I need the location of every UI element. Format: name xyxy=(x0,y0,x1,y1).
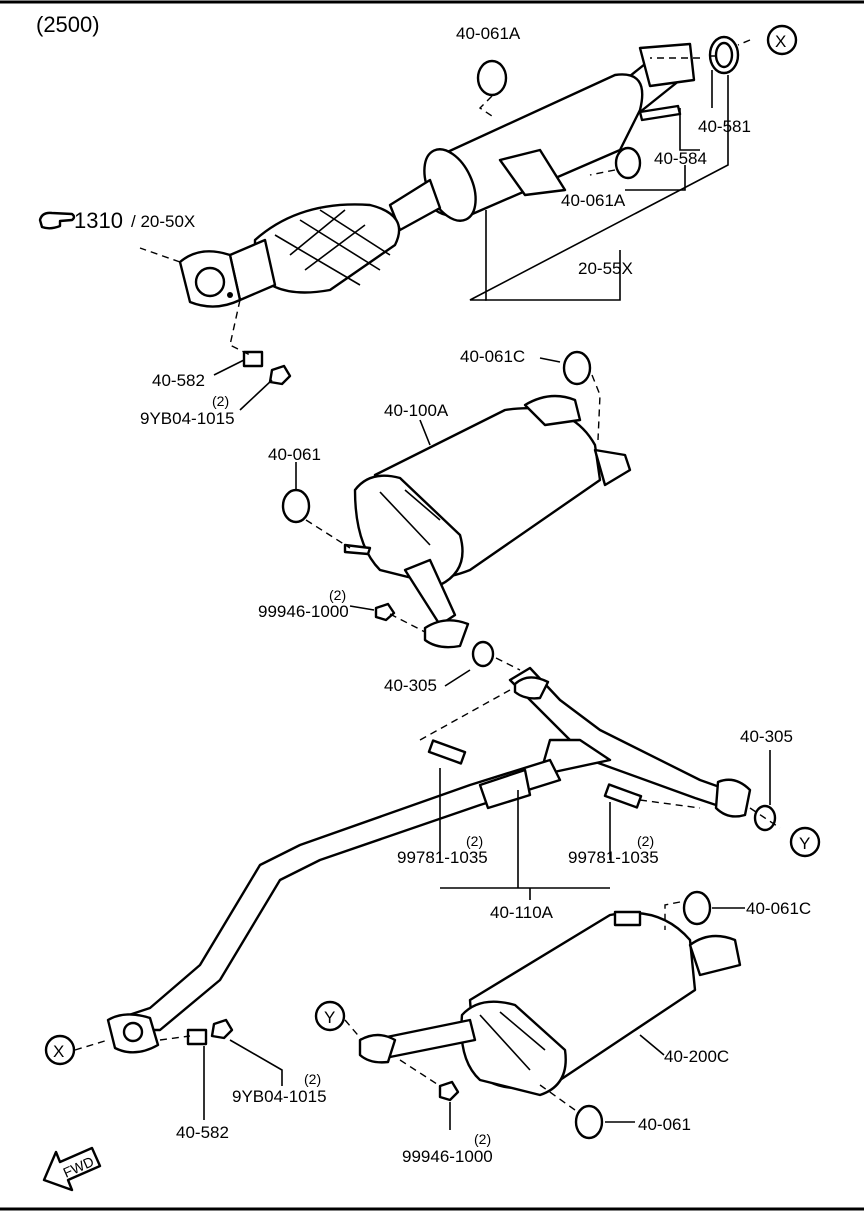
callout-20-55X: 20-55X xyxy=(578,259,633,278)
callout-40-061C-top: 40-061C xyxy=(460,347,525,366)
stud-40-582-bottom xyxy=(186,1028,208,1046)
callout-40-061-left: 40-061 xyxy=(268,445,321,464)
callout-40-581: 40-581 xyxy=(698,117,751,136)
callout-9YB04-bottom: 9YB04-1015 xyxy=(232,1087,327,1106)
qty-99946-top: (2) xyxy=(329,587,346,603)
callout-40-061A-top: 40-061A xyxy=(456,24,521,43)
connector-x-top-label: X xyxy=(775,32,786,51)
hanger-rubber-40-061-bottom xyxy=(574,1104,604,1140)
callout-40-110A: 40-110A xyxy=(490,903,554,922)
callout-40-200C: 40-200C xyxy=(664,1047,729,1066)
connector-x-top xyxy=(766,24,798,56)
connector-x-bottom-label: X xyxy=(53,1042,64,1061)
connector-y-right-label: Y xyxy=(799,834,810,853)
variant-label: (2500) xyxy=(36,12,100,37)
qty-nut-bottom: (2) xyxy=(304,1071,321,1087)
hanger-rubber-40-061A-mid xyxy=(614,146,642,180)
callout-20-50X: / 20-50X xyxy=(131,212,195,231)
callout-99781-right: 99781-1035 xyxy=(568,848,659,867)
callout-40-305-right: 40-305 xyxy=(740,727,793,746)
callout-40-305-left: 40-305 xyxy=(384,676,437,695)
callout-40-061A-mid: 40-061A xyxy=(561,191,626,210)
nut-99946-top xyxy=(374,602,396,622)
callout-1310: 1310 xyxy=(74,208,123,233)
connector-y-bottom-label: Y xyxy=(324,1008,335,1027)
nut-99946-bottom xyxy=(438,1080,460,1102)
gasket-40-305-left xyxy=(471,640,495,668)
hanger-rubber-40-061C-bottom xyxy=(682,890,712,926)
qty-99946-bottom: (2) xyxy=(474,1131,491,1147)
callout-99946-bottom: 99946-1000 xyxy=(402,1147,493,1166)
callout-40-582-bottom: 40-582 xyxy=(176,1123,229,1142)
callout-40-584: 40-584 xyxy=(654,149,707,168)
hanger-rubber-40-061-left xyxy=(281,488,311,524)
front-pipe-catalytic-converter xyxy=(178,42,696,308)
qty-bolt-left: (2) xyxy=(466,833,483,849)
callout-40-100A: 40-100A xyxy=(384,401,449,420)
callout-40-061-bottom: 40-061 xyxy=(638,1115,691,1134)
center-muffler-40-100A xyxy=(343,394,632,649)
nut-9YB04-top xyxy=(268,364,292,386)
connector-y-bottom xyxy=(314,1000,346,1032)
connector-y-right xyxy=(789,826,821,858)
qty-bolt-right: (2) xyxy=(637,833,654,849)
bolt-99781-left xyxy=(427,739,467,765)
nut-9YB04-bottom xyxy=(210,1018,234,1040)
main-silencer-40-200C xyxy=(358,910,742,1097)
stud-40-582-top xyxy=(242,350,264,368)
hanger-rubber-40-061C-top xyxy=(562,350,592,386)
hanger-rubber-40-061A-top xyxy=(476,59,508,97)
callout-99946-top: 99946-1000 xyxy=(258,602,349,621)
bolt-99781-right xyxy=(603,783,643,809)
qty-nut-top: (2) xyxy=(212,393,229,409)
callout-9YB04-top: 9YB04-1015 xyxy=(140,409,235,428)
connector-x-bottom xyxy=(44,1034,76,1066)
callout-99781-left: 99781-1035 xyxy=(397,848,488,867)
callout-40-061C-bottom: 40-061C xyxy=(746,899,811,918)
pointing-hand-icon xyxy=(38,211,76,230)
callout-40-582-top: 40-582 xyxy=(152,371,205,390)
fwd-arrow-icon: FWD xyxy=(42,1146,102,1192)
